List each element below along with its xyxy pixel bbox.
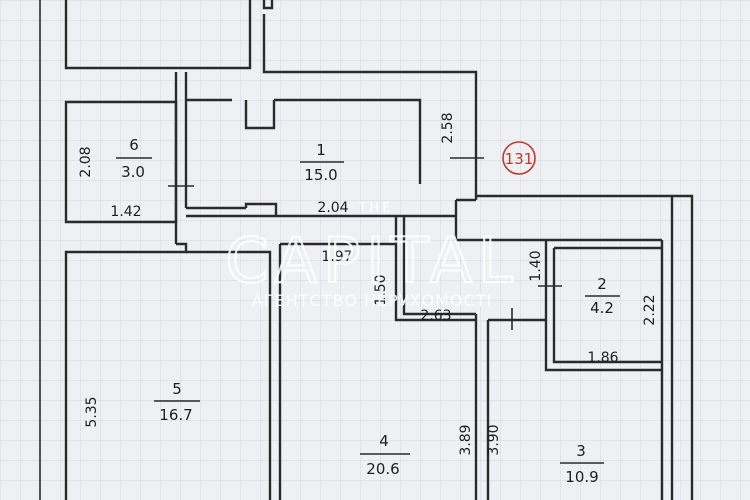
dim-1-97: 1.97 — [321, 249, 352, 265]
dim-2-04: 2.04 — [317, 200, 348, 216]
room-4-label: 4 20.6 — [360, 432, 410, 478]
room-5-right-wall — [186, 250, 272, 500]
watermark-brand: CAPITAL — [225, 224, 518, 297]
dim-1-50: 1.50 — [373, 274, 389, 305]
dim-1-86: 1.86 — [587, 350, 618, 366]
dim-5-35: 5.35 — [84, 396, 100, 427]
room-6-area: 3.0 — [121, 163, 145, 181]
room-1-label: 1 15.0 — [300, 141, 344, 184]
room-3-walls — [486, 196, 674, 500]
watermark-the: THE — [358, 201, 394, 216]
room-4-area: 20.6 — [366, 460, 399, 478]
room-1-number: 1 — [316, 141, 326, 159]
room-4-number: 4 — [379, 432, 389, 450]
room-4-walls — [278, 216, 478, 500]
room-6-label: 6 3.0 — [116, 136, 152, 181]
top-room-walls — [64, 0, 478, 200]
room-2-label: 2 4.2 — [585, 275, 620, 317]
room-3-label: 3 10.9 — [560, 442, 604, 486]
room-2-walls — [456, 194, 694, 500]
room-6-number: 6 — [129, 136, 139, 154]
dim-1-40: 1.40 — [528, 250, 544, 281]
room-5-area: 16.7 — [159, 406, 192, 424]
room-5-number: 5 — [172, 380, 182, 398]
dim-2-58: 2.58 — [440, 112, 456, 143]
room-1-area: 15.0 — [304, 166, 337, 184]
dim-1-42: 1.42 — [110, 204, 141, 220]
watermark: THE CAPITAL АГЕНТСТВО НЕРУХОМОСТІ — [224, 201, 518, 310]
dim-2-63: 2.63 — [420, 308, 451, 324]
door-markers — [168, 157, 562, 330]
plan-marker-label: 131 — [505, 150, 534, 168]
plan-marker: 131 — [502, 141, 536, 175]
watermark-subtitle: АГЕНТСТВО НЕРУХОМОСТІ — [252, 291, 492, 310]
dim-2-22: 2.22 — [642, 294, 658, 325]
room-2-number: 2 — [597, 275, 607, 293]
dim-3-89: 3.89 — [458, 424, 474, 455]
dim-2-08: 2.08 — [78, 146, 94, 177]
room-3-area: 10.9 — [565, 468, 598, 486]
room-3-number: 3 — [576, 442, 586, 460]
dim-3-90: 3.90 — [486, 424, 502, 455]
room-2-area: 4.2 — [590, 299, 614, 317]
room-5-label: 5 16.7 — [154, 380, 200, 424]
